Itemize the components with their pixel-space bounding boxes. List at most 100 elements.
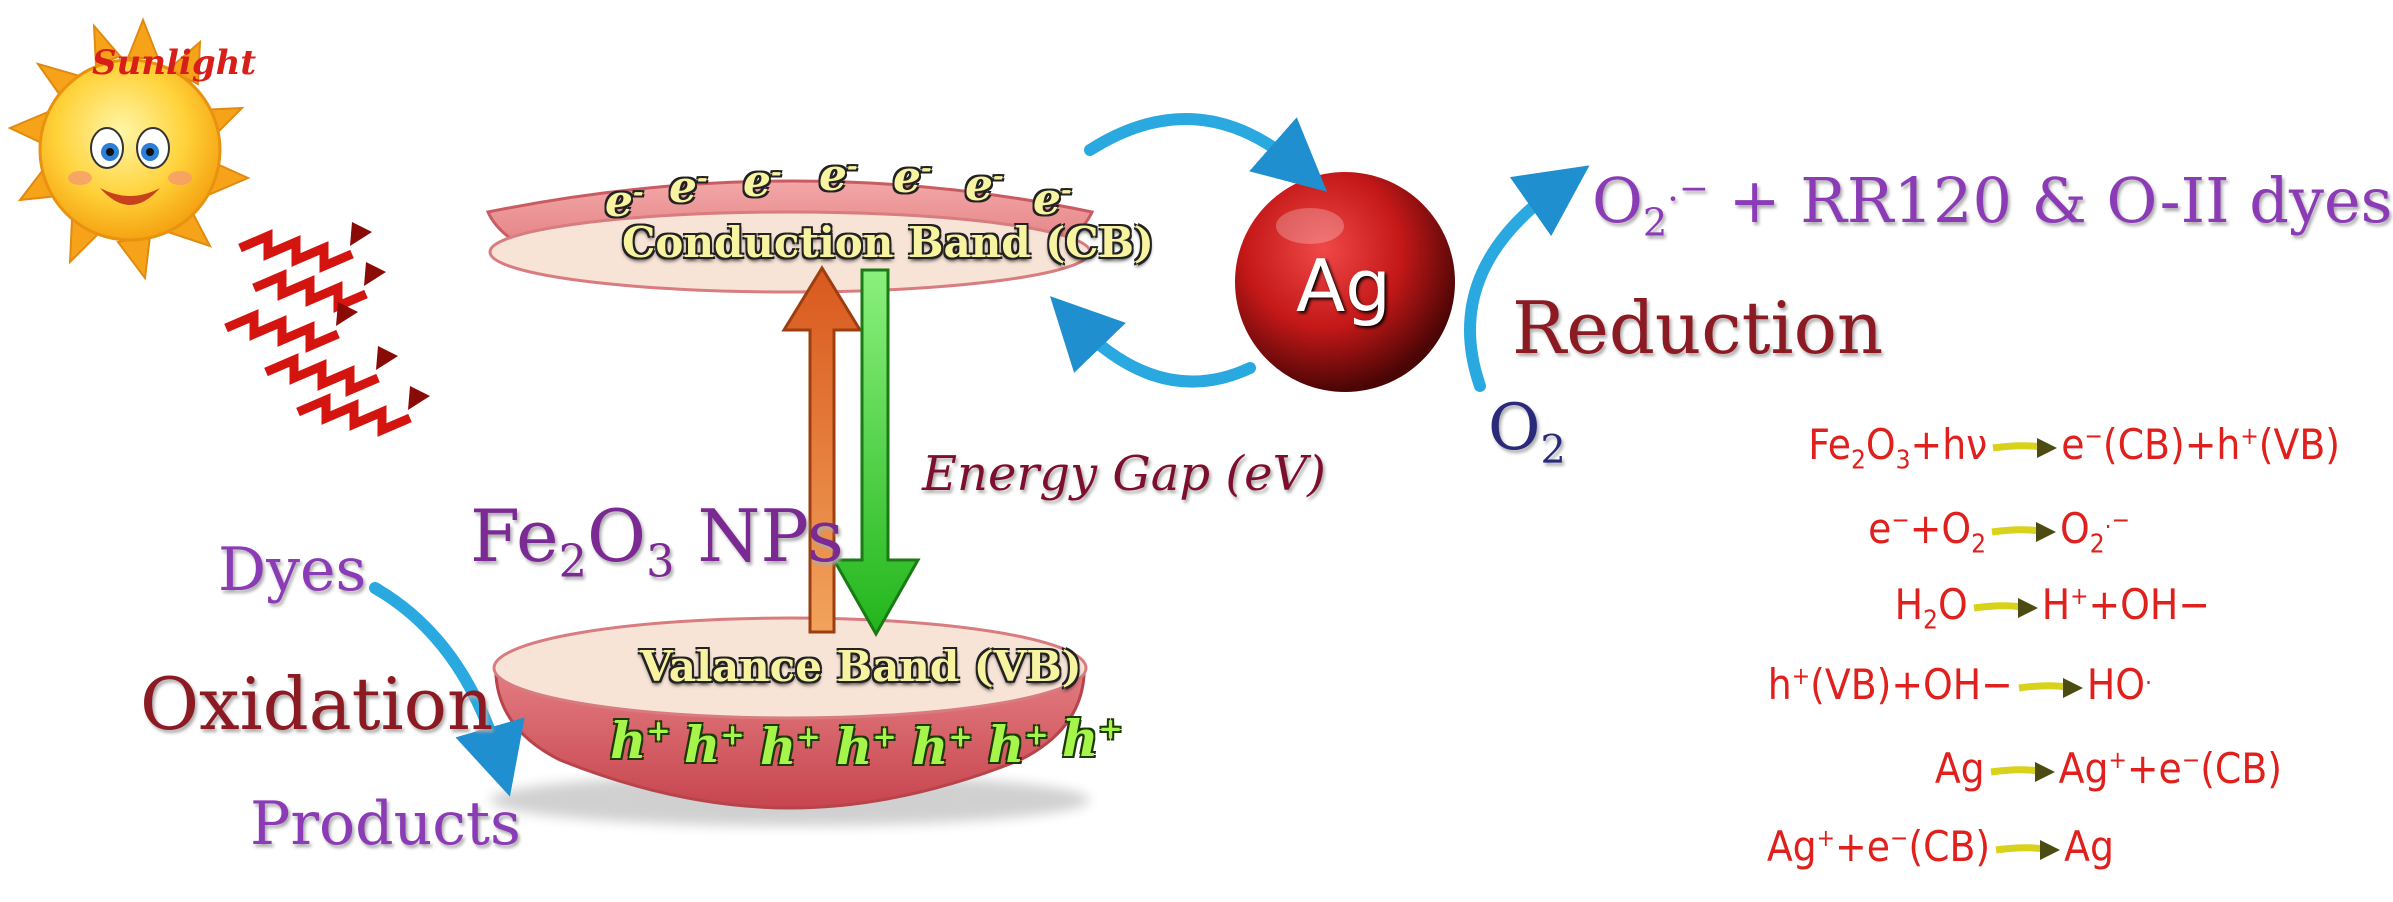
electron: e- — [819, 150, 858, 201]
sun — [7, 17, 251, 281]
energy-gap-label: Energy Gap (eV) — [922, 446, 1326, 502]
equation-reactants: Ag++e−(CB) — [1767, 822, 1990, 871]
material-label: Fe2O3 NPs — [470, 494, 844, 588]
reaction-arrow-icon — [1994, 839, 2061, 860]
hole: h+ — [760, 717, 821, 776]
electron: e- — [965, 160, 1004, 211]
reactant-term: +e — [1835, 822, 1890, 871]
product-term: − — [2181, 745, 2201, 774]
product-term: . — [2145, 661, 2152, 690]
equation-products: HO. — [2087, 660, 2152, 709]
product-term: + — [2070, 581, 2089, 610]
reactant-term: 3 — [1895, 445, 1911, 476]
product-term: Ag — [2064, 822, 2114, 871]
silver-sphere — [1235, 172, 1455, 392]
product-term: HO — [2086, 660, 2146, 709]
dyes-label: Dyes — [218, 535, 367, 605]
product-term: + — [2108, 745, 2127, 774]
reactant-term: O — [1937, 580, 1968, 629]
conduction-band-label: Conduction Band (CB) — [622, 218, 1154, 267]
electron: e- — [1033, 174, 1072, 225]
reduction-label: Reduction — [1512, 286, 1884, 370]
reaction-arrow-icon — [1990, 521, 2057, 542]
equation-reactants: H2O — [1894, 580, 1968, 634]
hole: h+ — [988, 715, 1049, 774]
product-term: e — [2061, 420, 2085, 469]
reduction-product-label: O2.− + RR120 & O-II dyes — [1592, 164, 2393, 246]
electron: e- — [669, 162, 708, 213]
product-term: (CB) — [2200, 744, 2282, 793]
electron: e- — [893, 152, 932, 203]
reactant-term: − — [1891, 505, 1910, 534]
reaction-arrow-icon — [1991, 437, 2058, 458]
reactant-term: O — [1865, 420, 1896, 469]
product-term: 2 — [2089, 529, 2105, 560]
product-term: (CB)+h — [2102, 420, 2241, 469]
product-term: + — [2240, 421, 2259, 450]
reactant-term: Ag — [1934, 744, 1985, 793]
oxygen-label: O2 — [1488, 391, 1566, 473]
electron: e- — [743, 156, 782, 207]
reactant-term: Ag — [1766, 822, 1817, 871]
reaction-arrow-icon — [1972, 597, 2038, 618]
reactant-term: (VB)+OH− — [1810, 660, 2013, 709]
product-term: (VB) — [2258, 420, 2340, 469]
equation-reactants: Ag — [1935, 744, 1985, 793]
reactant-term: − — [1889, 823, 1909, 852]
product-term: O — [2060, 504, 2090, 553]
reactant-term: +O — [1909, 504, 1972, 553]
valence-band-shape — [490, 616, 1090, 826]
hole: h+ — [912, 717, 973, 776]
product-term: +OH− — [2088, 580, 2211, 629]
product-term: − — [2084, 421, 2103, 450]
conduction-band-shape — [485, 179, 1095, 294]
reactant-term: e — [1868, 504, 1892, 553]
reactant-term: + — [1816, 823, 1836, 852]
equation-products: H++OH− — [2042, 580, 2210, 629]
reactant-term: 2 — [1923, 605, 1938, 636]
equation-line: Ag++e−(CB)Ag — [1767, 825, 2114, 868]
reactant-term: (CB) — [1908, 822, 1991, 871]
reactant-term: + — [1791, 661, 1811, 690]
oxidation-label: Oxidation — [140, 662, 494, 746]
recombination-down-arrow — [831, 268, 921, 638]
photon-ray-tips — [336, 222, 430, 410]
silver-label: Ag — [1296, 244, 1391, 328]
equation-line: Fe2O3+hν e−(CB)+h+(VB) — [1808, 423, 2340, 473]
product-term: H — [2041, 580, 2071, 629]
hole: h+ — [836, 717, 897, 776]
hole: h+ — [684, 715, 745, 774]
equation-products: e−(CB)+h+(VB) — [2061, 420, 2340, 469]
equation-reactants: Fe2O3+hν — [1808, 420, 1988, 474]
products-label: Products — [250, 789, 521, 859]
sunlight-label: Sunlight — [92, 43, 257, 83]
equation-line: h+(VB)+OH− HO. — [1768, 663, 2152, 706]
reactant-term: +hν — [1910, 420, 1988, 469]
product-term: Ag — [2058, 744, 2109, 793]
hole: h+ — [610, 711, 671, 770]
hole: h+ — [1062, 709, 1123, 768]
reactant-term: H — [1894, 580, 1924, 629]
reaction-arrow-icon — [2017, 677, 2083, 698]
reaction-arrow-icon — [1989, 761, 2055, 782]
electron: e- — [605, 176, 644, 227]
reactant-term: Fe — [1808, 420, 1851, 469]
valence-band-label: Valance Band (VB) — [640, 642, 1082, 691]
reactant-term: h — [1767, 660, 1792, 709]
photon-rays — [224, 229, 412, 437]
reactant-term: 2 — [1971, 529, 1987, 560]
product-term: +e — [2126, 744, 2182, 793]
equation-products: O2.− — [2060, 504, 2130, 557]
equation-products: Ag++e−(CB) — [2059, 744, 2282, 793]
equation-reactants: e−+O2 — [1868, 504, 1986, 557]
equation-products: Ag — [2064, 822, 2114, 871]
reactant-term: 2 — [1850, 445, 1866, 476]
electron-transfer-arrows — [369, 112, 1590, 797]
equation-reactants: h+(VB)+OH− — [1768, 660, 2013, 709]
excitation-up-arrow — [781, 265, 863, 634]
product-term: .− — [2104, 505, 2130, 534]
